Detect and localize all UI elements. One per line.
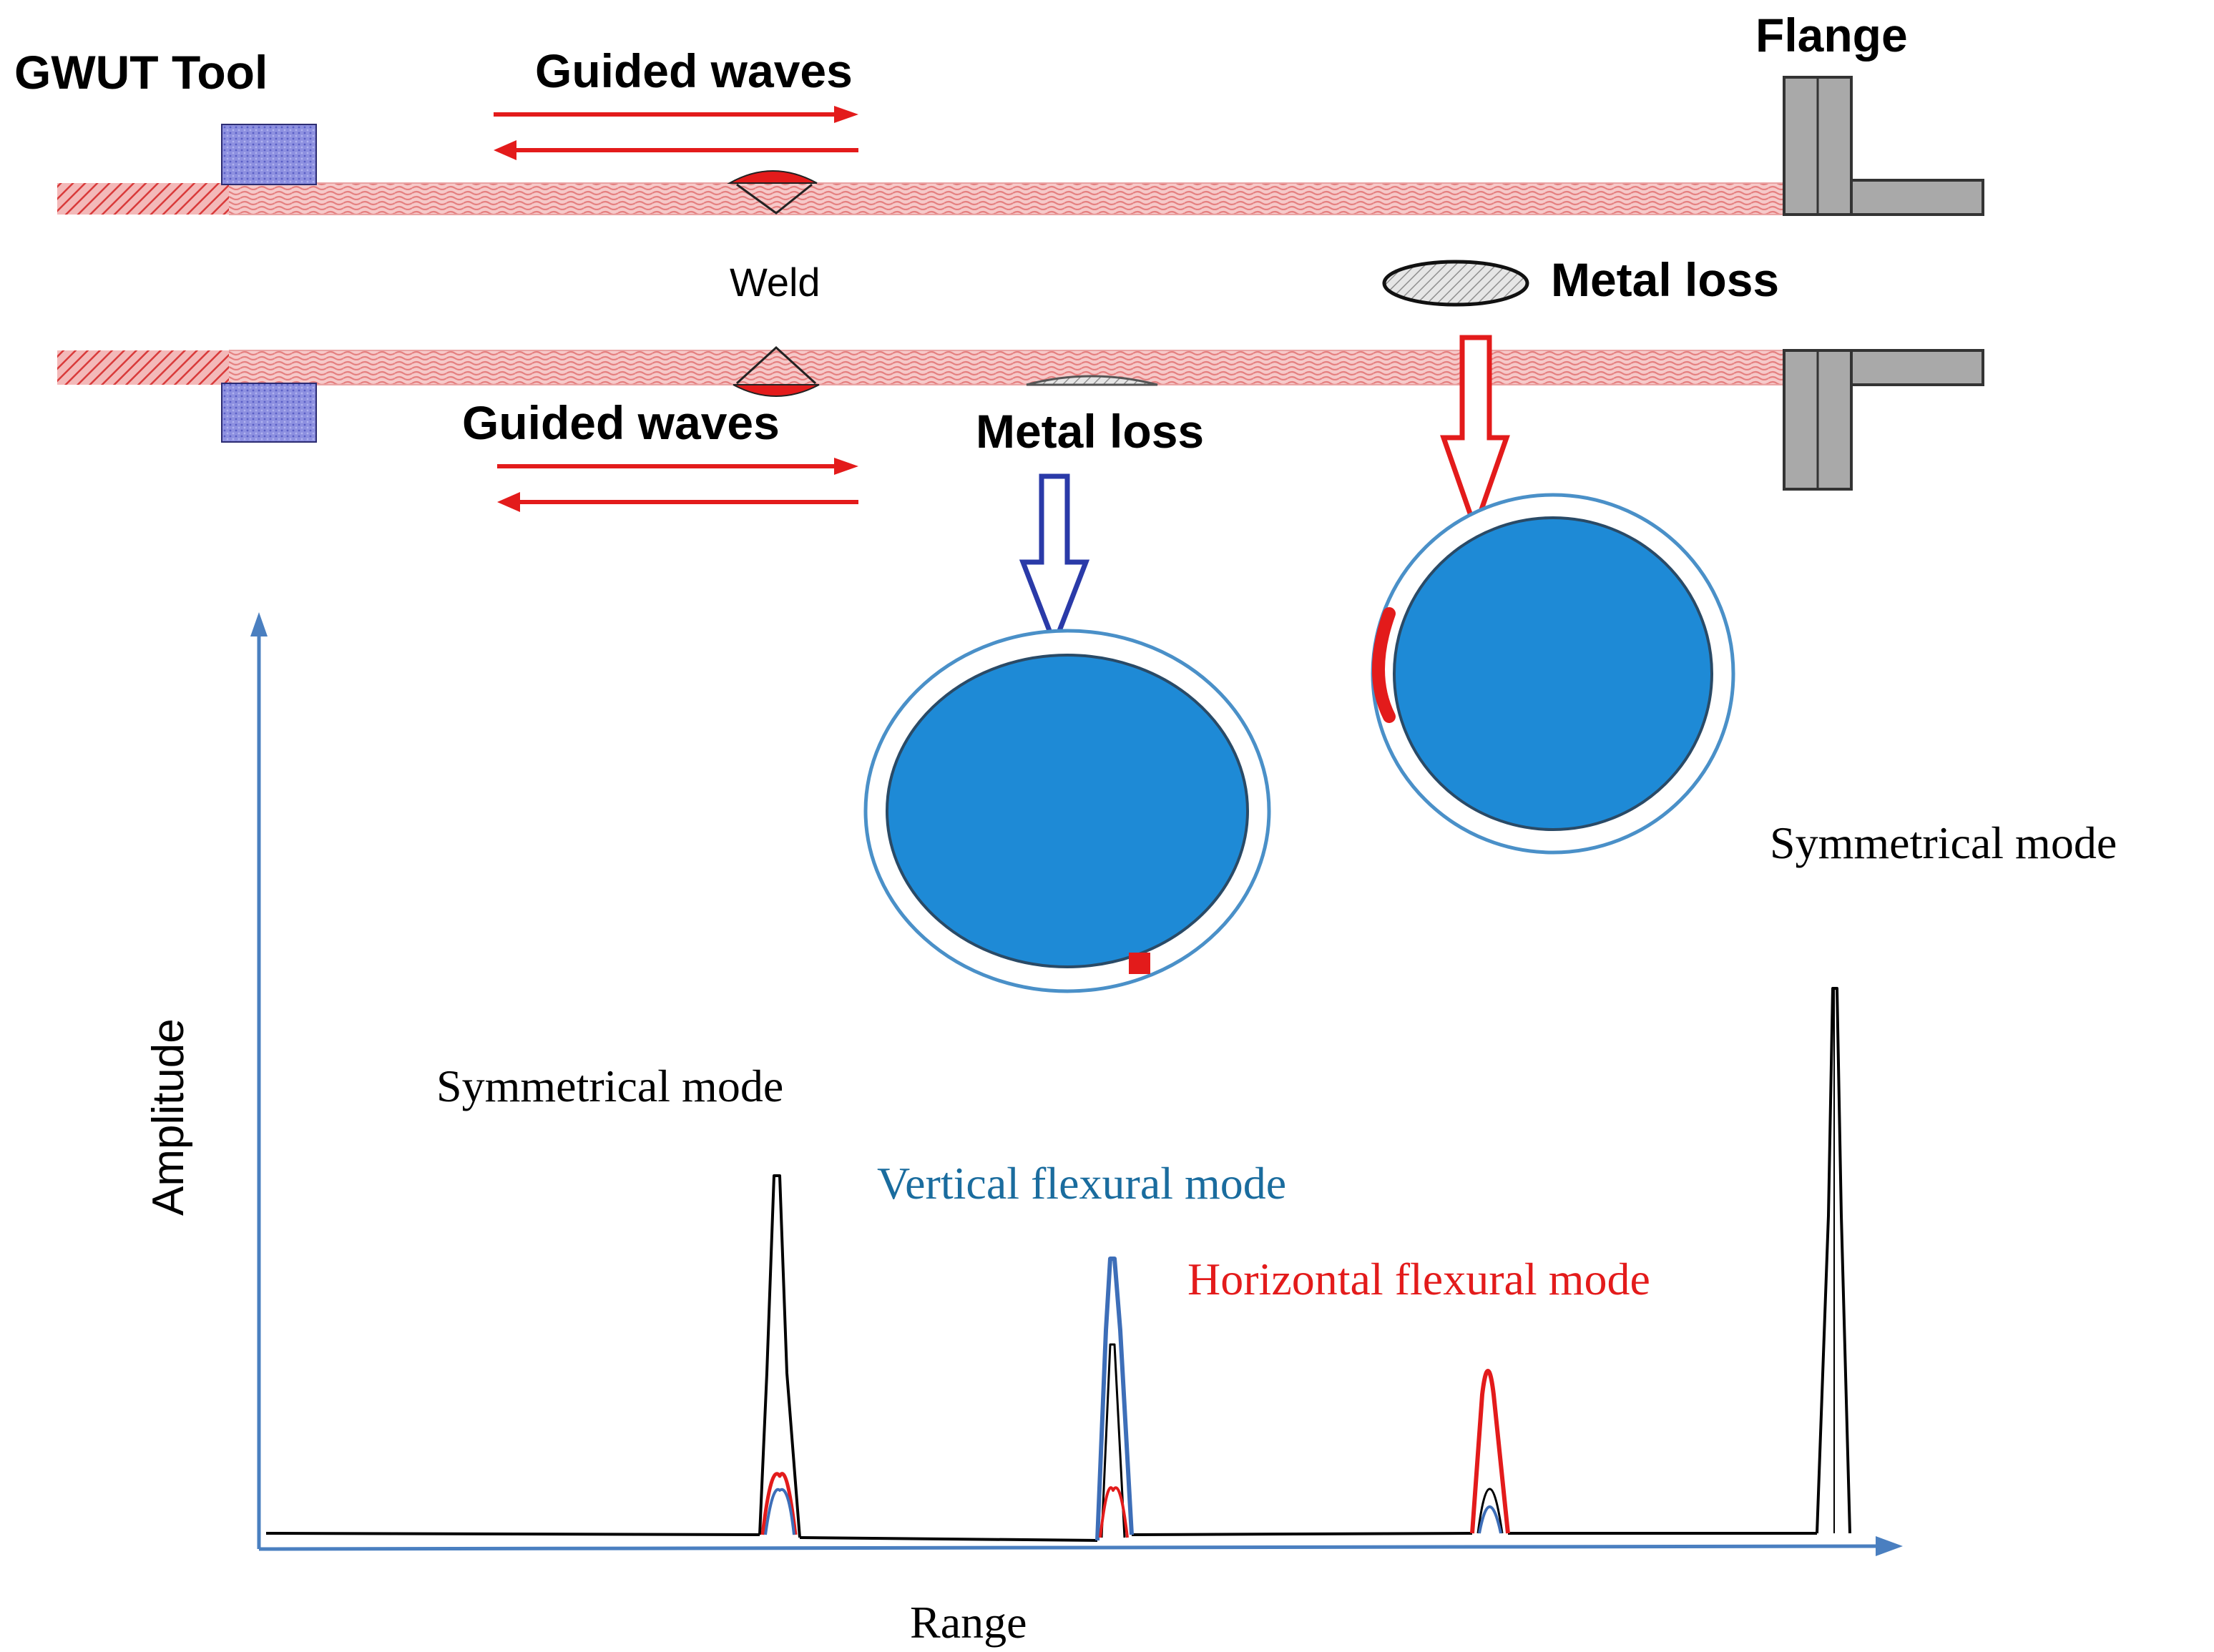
bottom-transducer-icon bbox=[221, 383, 317, 443]
gwut-tool-label: GWUT Tool bbox=[14, 46, 268, 99]
bottom-pipe bbox=[57, 345, 1984, 491]
top-weld-root bbox=[736, 183, 813, 215]
symmetrical-mode-left-label: Symmetrical mode bbox=[436, 1061, 783, 1111]
top-pipe bbox=[57, 76, 1984, 216]
top-transducer-icon bbox=[221, 124, 317, 185]
bottom-weld-bead bbox=[733, 384, 820, 397]
peak-weld-symmetrical bbox=[758, 1174, 801, 1538]
bottom-pipe-hatched-end bbox=[57, 350, 229, 385]
weld-label: Weld bbox=[730, 260, 821, 305]
metal-loss-right-label: Metal loss bbox=[1551, 253, 1779, 306]
peak-vertical-red bbox=[1099, 1486, 1129, 1538]
horizontal-flexural-mode-label: Horizontal flexural mode bbox=[1187, 1254, 1650, 1304]
x-axis-arrowhead bbox=[1876, 1536, 1903, 1556]
guided-waves-top-label: Guided waves bbox=[535, 44, 853, 97]
x-axis-label: Range bbox=[910, 1597, 1027, 1648]
blue-down-arrow-icon bbox=[1019, 473, 1090, 651]
peak-vertical-black bbox=[1100, 1343, 1126, 1538]
metal-loss-mid-label: Metal loss bbox=[976, 405, 1204, 458]
peak-weld-red bbox=[760, 1472, 798, 1535]
red-down-arrow-icon bbox=[1440, 335, 1510, 536]
top-pipe-body bbox=[229, 183, 1817, 215]
chart-axes bbox=[250, 612, 1903, 1556]
x-axis bbox=[258, 1544, 1882, 1551]
cross-section-horizontal bbox=[1371, 493, 1735, 855]
flange-label: Flange bbox=[1755, 9, 1908, 62]
metal-loss-marker-bottom bbox=[1129, 953, 1150, 974]
bottom-guided-wave-arrows bbox=[497, 458, 858, 512]
bottom-flange-icon bbox=[1783, 349, 1984, 491]
y-axis-arrowhead bbox=[250, 612, 268, 636]
signal-traces bbox=[265, 987, 1851, 1542]
peak-horizontal-black bbox=[1476, 1488, 1504, 1534]
vertical-flexural-mode-label: Vertical flexural mode bbox=[877, 1158, 1286, 1209]
bottom-weld-root bbox=[735, 345, 817, 385]
symmetrical-mode-right-label: Symmetrical mode bbox=[1770, 817, 2117, 868]
metal-loss-marker-side bbox=[1372, 607, 1396, 723]
top-guided-wave-arrows bbox=[494, 106, 858, 160]
peak-horizontal-flexural bbox=[1470, 1369, 1510, 1534]
top-weld-bead bbox=[727, 170, 818, 184]
peak-weld-blue bbox=[764, 1488, 795, 1535]
bottom-pipe-body bbox=[229, 350, 1817, 385]
metal-loss-spot-pipe bbox=[1026, 375, 1158, 386]
peak-horizontal-blue bbox=[1478, 1505, 1502, 1534]
guided-waves-bottom-label: Guided waves bbox=[462, 396, 780, 449]
peak-vertical-flexural bbox=[1095, 1257, 1134, 1541]
metal-loss-ellipse-icon bbox=[1382, 260, 1529, 307]
cross-section-vertical bbox=[863, 629, 1271, 993]
top-pipe-hatched-end bbox=[57, 183, 229, 215]
y-axis-label: Amplitude bbox=[144, 1018, 193, 1216]
top-flange-icon bbox=[1783, 76, 1984, 216]
signal-baseline bbox=[265, 1532, 1817, 1542]
